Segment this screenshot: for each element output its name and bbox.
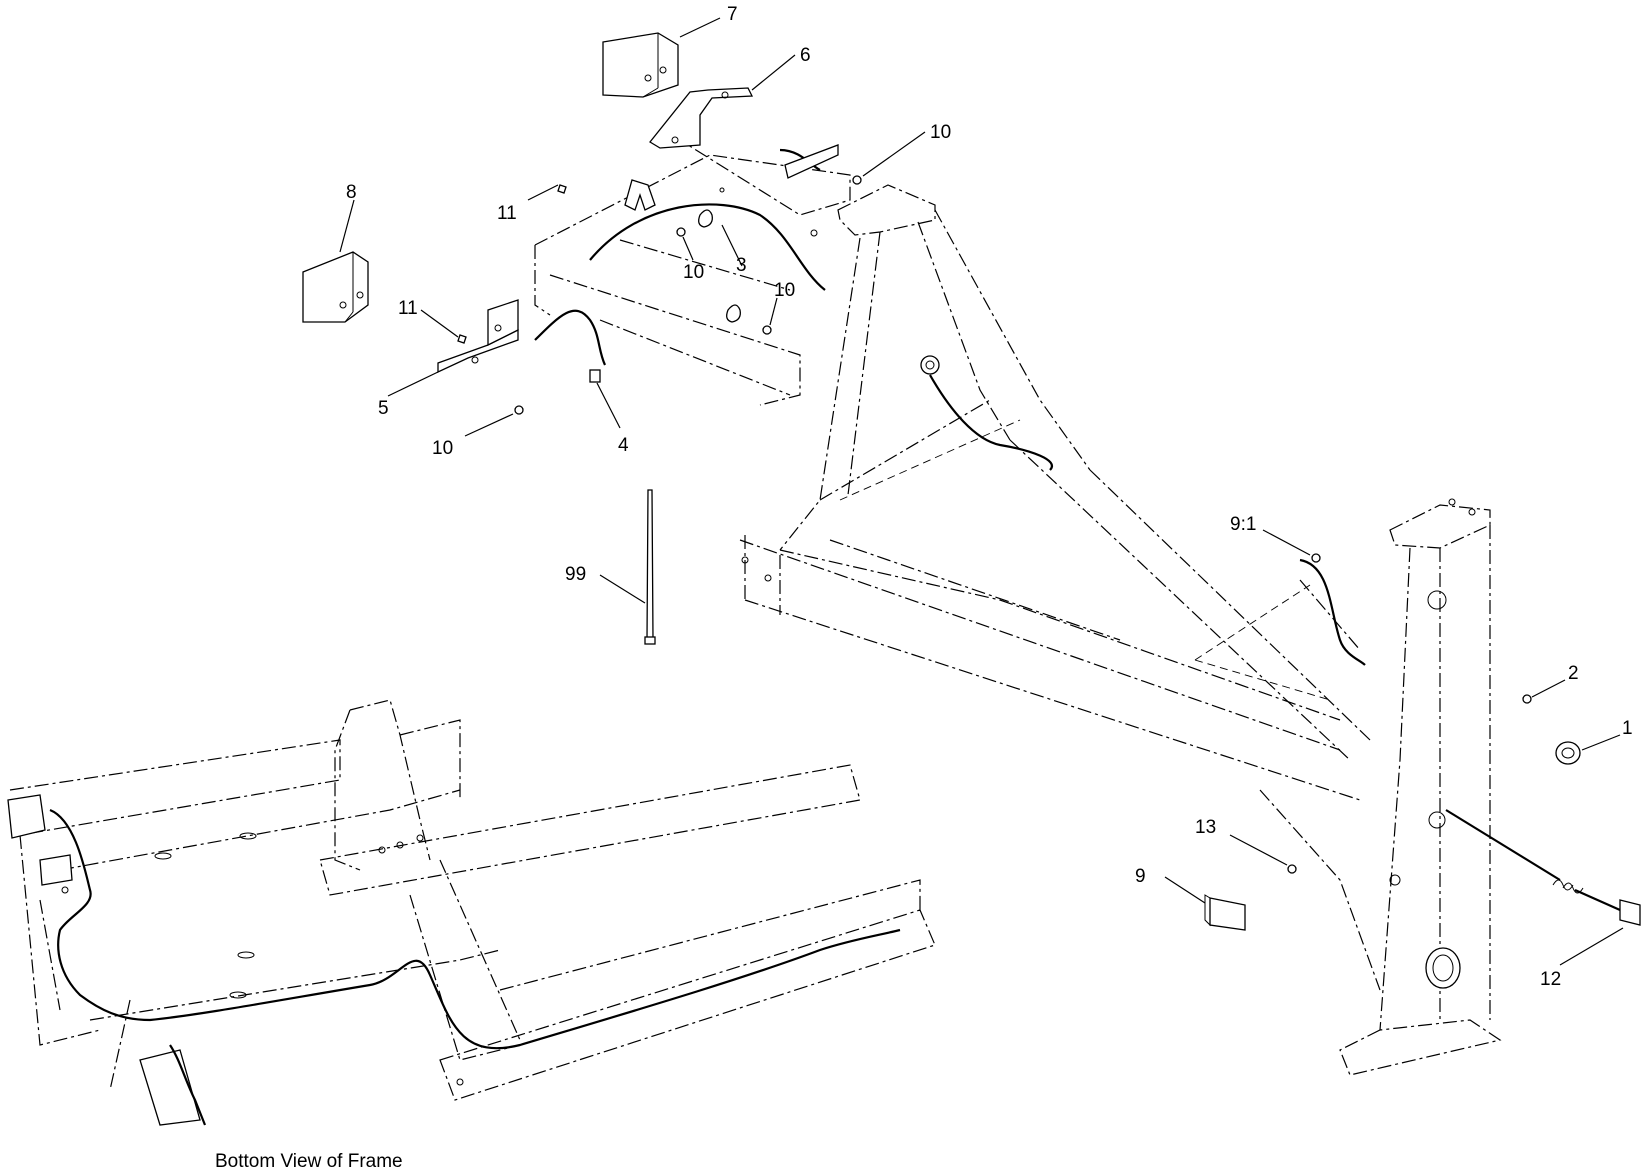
callout-3: 3 — [736, 255, 747, 276]
callout-9-1: 9:1 — [1230, 514, 1256, 535]
fasteners — [457, 175, 1532, 874]
callout-5: 5 — [378, 398, 389, 419]
bottom-view-frame — [7, 699, 936, 1126]
callout-7: 7 — [727, 4, 738, 25]
callout-10: 10 — [930, 122, 951, 143]
part-4-connector — [589, 369, 601, 383]
caption-bottom-view: Bottom View of Frame — [215, 1151, 403, 1172]
part-1-grommet — [1555, 741, 1581, 765]
part-6-bracket — [649, 87, 754, 149]
callout-6: 6 — [800, 45, 811, 66]
callout-11: 11 — [398, 298, 418, 319]
part-8-light — [302, 251, 369, 323]
callout-8: 8 — [346, 182, 357, 203]
main-frame — [534, 139, 1502, 1076]
part-5-plate — [437, 299, 519, 374]
part-rear-bracket — [784, 144, 839, 179]
callout-labels: 7 6 10 8 11 10 3 10 11 5 10 4 99 9:1 2 1… — [346, 4, 1633, 990]
callout-10: 10 — [774, 280, 795, 301]
callout-1: 1 — [1622, 718, 1633, 739]
leader-lines — [339, 17, 1624, 966]
callout-12: 12 — [1540, 969, 1561, 990]
callout-10: 10 — [683, 262, 704, 283]
part-99-cable-tie — [644, 489, 656, 645]
part-3-clamp — [698, 209, 741, 323]
callout-13: 13 — [1195, 817, 1216, 838]
part-7-light — [602, 32, 679, 98]
callout-2: 2 — [1568, 663, 1579, 684]
callout-99: 99 — [565, 564, 586, 585]
callout-4: 4 — [618, 435, 629, 456]
callout-10: 10 — [432, 438, 453, 459]
callout-9: 9 — [1135, 866, 1146, 887]
wire-harness — [534, 148, 1641, 926]
callout-11: 11 — [497, 203, 517, 224]
part-9-light — [1204, 894, 1246, 931]
